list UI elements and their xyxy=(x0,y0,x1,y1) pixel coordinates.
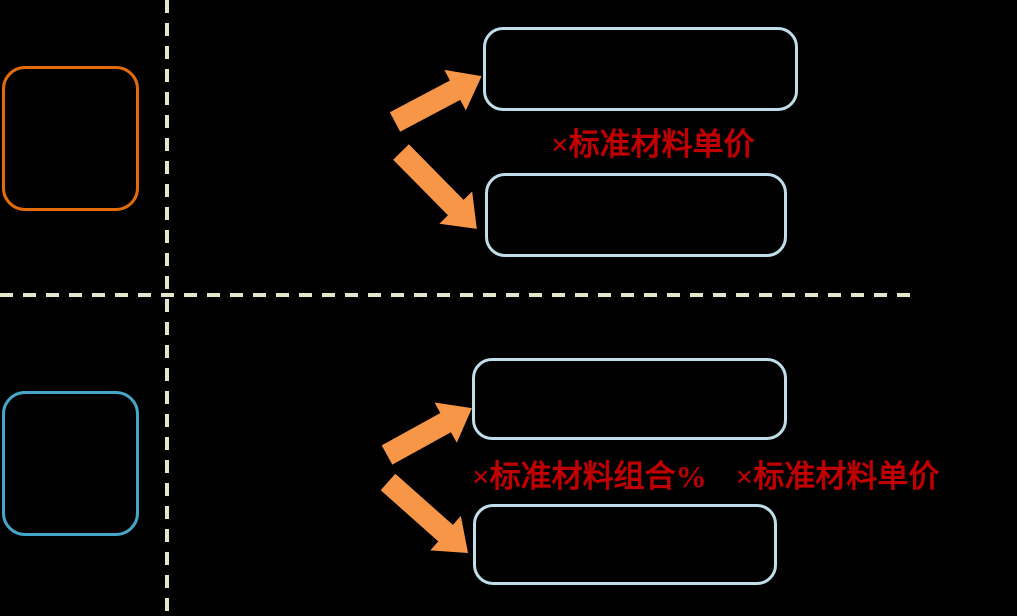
formula-label-bottom: ×标准材料组合% ×标准材料单价 xyxy=(472,459,940,494)
formula-label-bottom-part2: ×标准材料单价 xyxy=(735,459,940,494)
arrow-down-right-icon xyxy=(380,473,469,554)
source-box-bottom xyxy=(2,391,139,536)
result-box-bottom-2 xyxy=(473,504,777,585)
formula-label-top: ×标准材料单价 xyxy=(551,127,755,162)
arrow-up-right-icon xyxy=(389,69,482,132)
result-box-top-1 xyxy=(483,27,798,111)
result-box-bottom-1 xyxy=(472,358,787,440)
arrow-up-right-icon xyxy=(381,402,472,465)
formula-label-bottom-part1: ×标准材料组合% xyxy=(472,459,707,494)
arrow-down-right-icon xyxy=(393,144,477,229)
result-box-top-2 xyxy=(485,173,787,257)
source-box-top xyxy=(2,66,139,211)
